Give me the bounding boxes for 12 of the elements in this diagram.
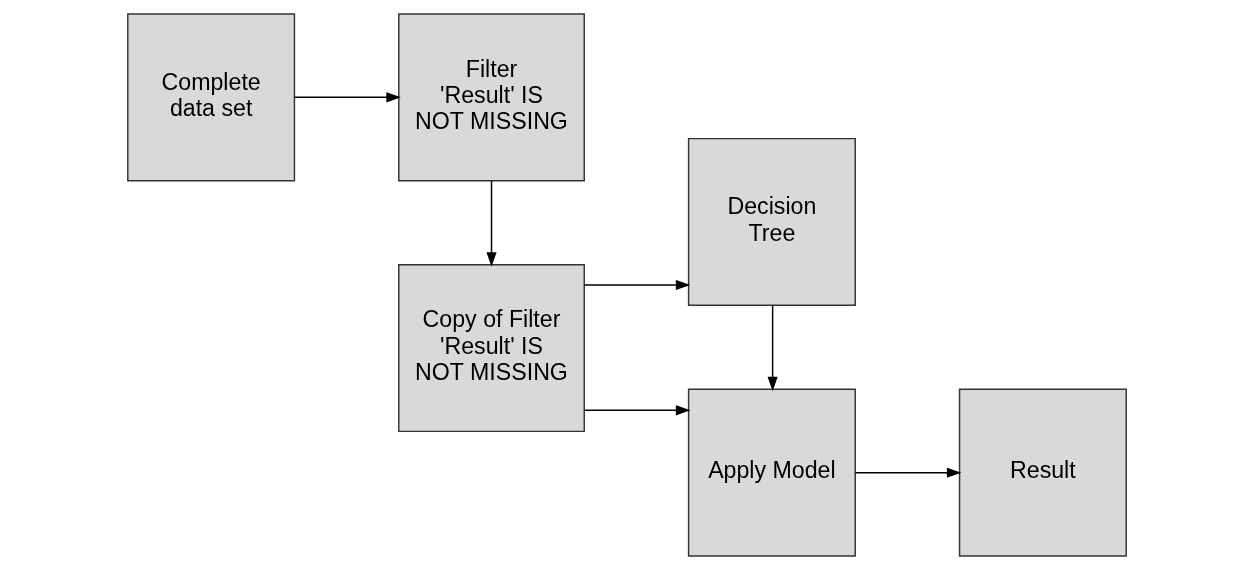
arrow <box>767 304 778 392</box>
node-box: Complete data set <box>126 13 295 182</box>
node-box: Apply Model <box>687 388 856 557</box>
arrow <box>583 405 690 416</box>
arrow <box>583 279 690 291</box>
node-box: Decision Tree <box>687 137 856 306</box>
arrow <box>293 92 401 103</box>
arrow <box>485 180 497 267</box>
node-box: Filter 'Result' IS NOT MISSING <box>397 13 585 182</box>
node-box: Copy of Filter 'Result' IS NOT MISSING <box>397 264 585 433</box>
node-box: Result <box>958 388 1127 557</box>
arrow <box>854 467 961 478</box>
